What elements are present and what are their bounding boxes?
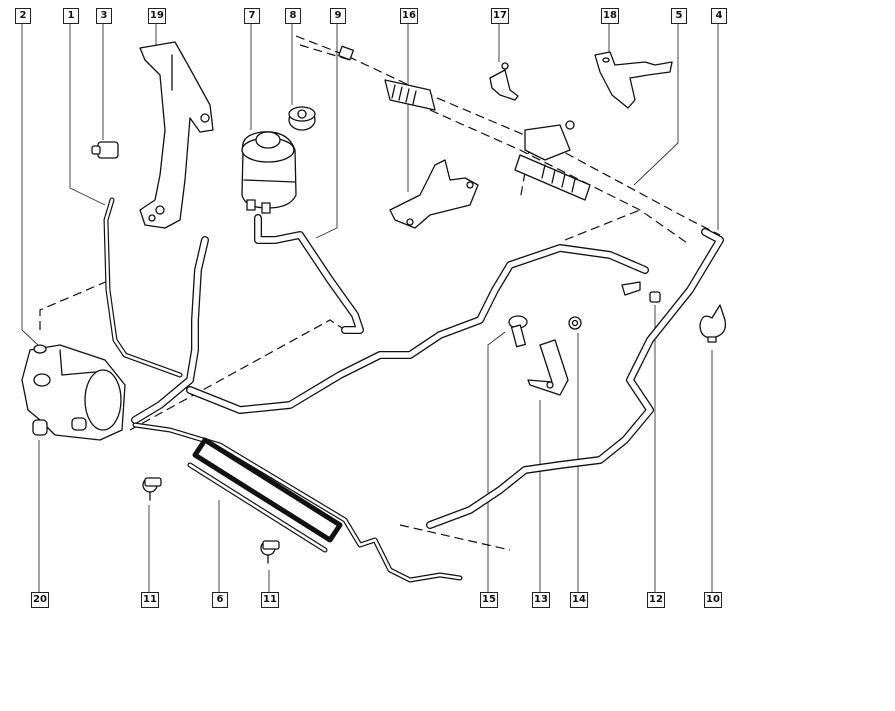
callout-2[interactable]: 2 bbox=[15, 8, 31, 24]
pipe-clip bbox=[489, 62, 519, 101]
callout-7[interactable]: 7 bbox=[244, 8, 260, 24]
power-steering-pump bbox=[21, 344, 126, 441]
callout-17[interactable]: 17 bbox=[491, 8, 509, 24]
support-bracket bbox=[594, 51, 673, 109]
leader-lines bbox=[21, 22, 719, 592]
callout-1[interactable]: 1 bbox=[63, 8, 79, 24]
callout-8[interactable]: 8 bbox=[285, 8, 301, 24]
reservoir-bracket bbox=[139, 41, 214, 229]
hose-clamp-2 bbox=[260, 540, 280, 564]
callout-9[interactable]: 9 bbox=[330, 8, 346, 24]
callout-16[interactable]: 16 bbox=[400, 8, 418, 24]
callout-18[interactable]: 18 bbox=[601, 8, 619, 24]
leader-15 bbox=[487, 331, 506, 592]
clip bbox=[699, 304, 727, 343]
leader-9 bbox=[315, 22, 338, 239]
nut bbox=[568, 316, 582, 330]
rack-mounting-bracket bbox=[389, 159, 479, 229]
callout-15[interactable]: 15 bbox=[480, 592, 498, 608]
callout-12[interactable]: 12 bbox=[647, 592, 665, 608]
callout-11b[interactable]: 11 bbox=[261, 592, 279, 608]
hose-clamp-1 bbox=[142, 477, 162, 501]
hoses-and-pipes bbox=[103, 197, 724, 583]
leader-2 bbox=[21, 22, 39, 346]
callout-4[interactable]: 4 bbox=[711, 8, 727, 24]
callout-19[interactable]: 19 bbox=[148, 8, 166, 24]
callout-14[interactable]: 14 bbox=[570, 592, 588, 608]
callout-6[interactable]: 6 bbox=[212, 592, 228, 608]
leader-1 bbox=[69, 22, 106, 206]
callout-3[interactable]: 3 bbox=[96, 8, 112, 24]
leader-5 bbox=[633, 22, 679, 186]
bolt bbox=[508, 315, 528, 348]
callout-13[interactable]: 13 bbox=[532, 592, 550, 608]
pressure-switch bbox=[91, 141, 119, 159]
reservoir-cap bbox=[288, 106, 316, 131]
callout-11a[interactable]: 11 bbox=[141, 592, 159, 608]
bracket bbox=[527, 339, 569, 396]
callout-20[interactable]: 20 bbox=[31, 592, 49, 608]
callout-5[interactable]: 5 bbox=[671, 8, 687, 24]
fluid-reservoir bbox=[241, 131, 297, 214]
callout-10[interactable]: 10 bbox=[704, 592, 722, 608]
assembly-dashed-lines bbox=[39, 35, 721, 551]
steering-rack bbox=[338, 45, 591, 201]
pipe-bracket-bolt bbox=[621, 281, 661, 303]
